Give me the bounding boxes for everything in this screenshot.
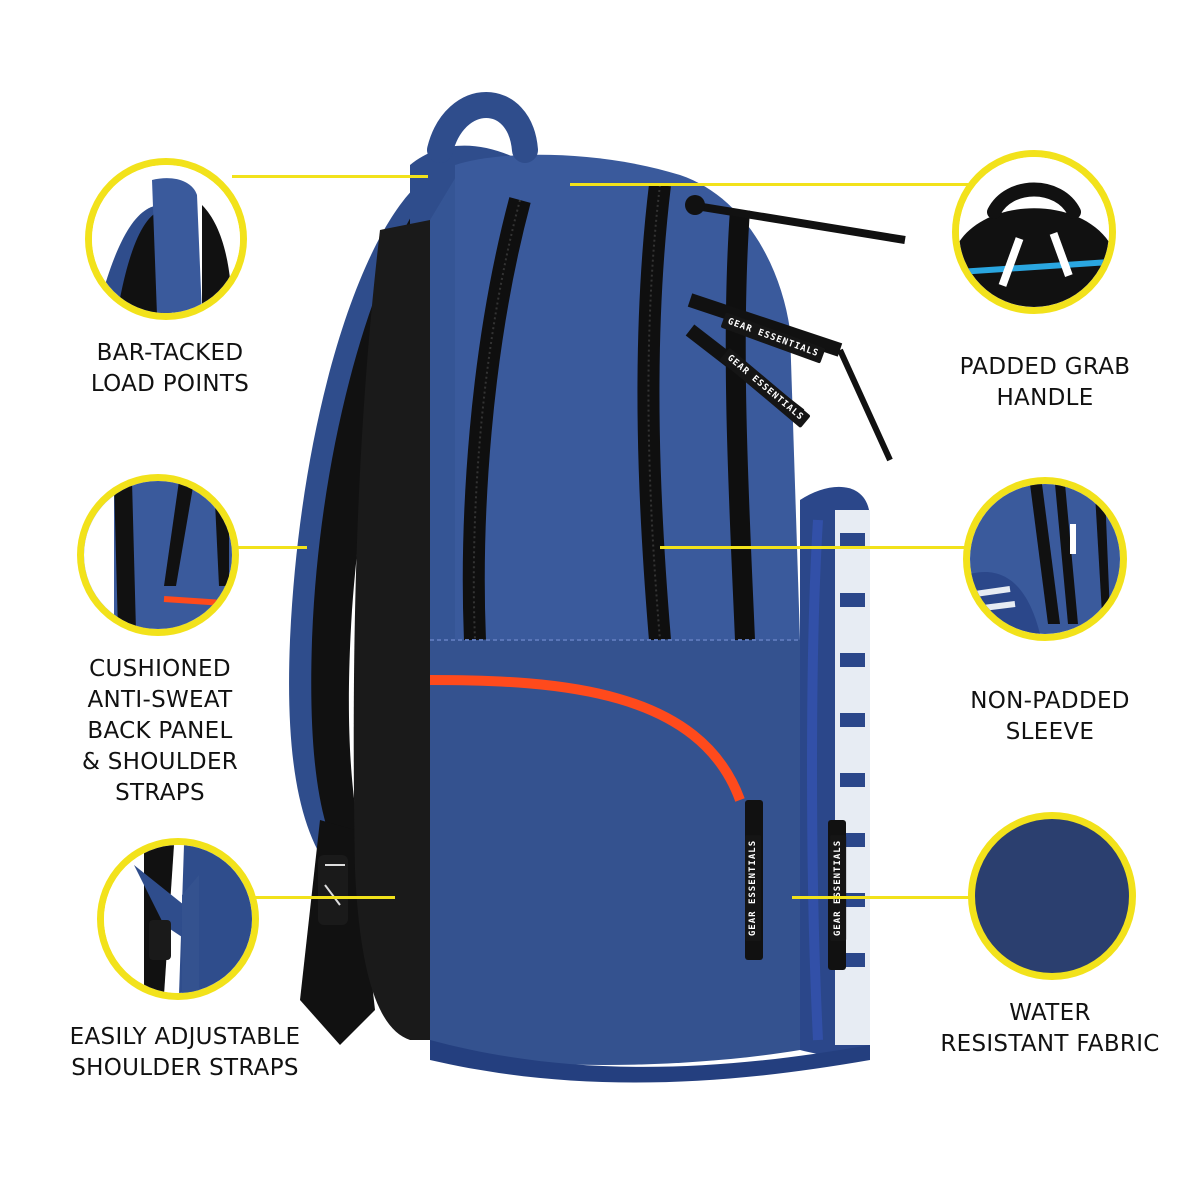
feature-label-adjustable-straps: EASILY ADJUSTABLE SHOULDER STRAPS (69, 1024, 301, 1081)
buckle-closeup-icon (104, 845, 252, 993)
zipper-pull-tag: GEAR ESSENTIALS (830, 834, 847, 942)
callout-sleeve (963, 477, 1127, 641)
feature-label-grab-handle: PADDED GRAB HANDLE (959, 354, 1131, 411)
leader-line-fabric (792, 896, 972, 899)
callout-adjustable-straps (97, 838, 259, 1000)
sleeve-closeup-icon (970, 484, 1120, 634)
callout-back-panel (77, 474, 239, 636)
leader-line-sleeve (660, 546, 965, 549)
feature-label-sleeve: NON-PADDED SLEEVE (970, 688, 1130, 745)
callout-grab-handle (952, 150, 1116, 314)
callout-fabric (968, 812, 1136, 980)
leader-line-bar-tacked (232, 175, 428, 178)
feature-label-fabric: WATER RESISTANT FABRIC (940, 1000, 1160, 1057)
leader-line-back-panel (237, 546, 307, 549)
leader-line-adjustable (255, 896, 395, 899)
handle-closeup-icon (959, 157, 1109, 307)
leader-line-grab-handle (570, 183, 970, 186)
back-panel-closeup-icon (84, 481, 232, 629)
strap-closeup-icon (92, 165, 240, 313)
zipper-pull-tag: GEAR ESSENTIALS (745, 834, 762, 942)
feature-label-back-panel: CUSHIONED ANTI-SWEAT BACK PANEL & SHOULD… (81, 656, 239, 806)
feature-label-bar-tacked: BAR-TACKED LOAD POINTS (90, 340, 250, 397)
callout-bar-tacked (85, 158, 247, 320)
